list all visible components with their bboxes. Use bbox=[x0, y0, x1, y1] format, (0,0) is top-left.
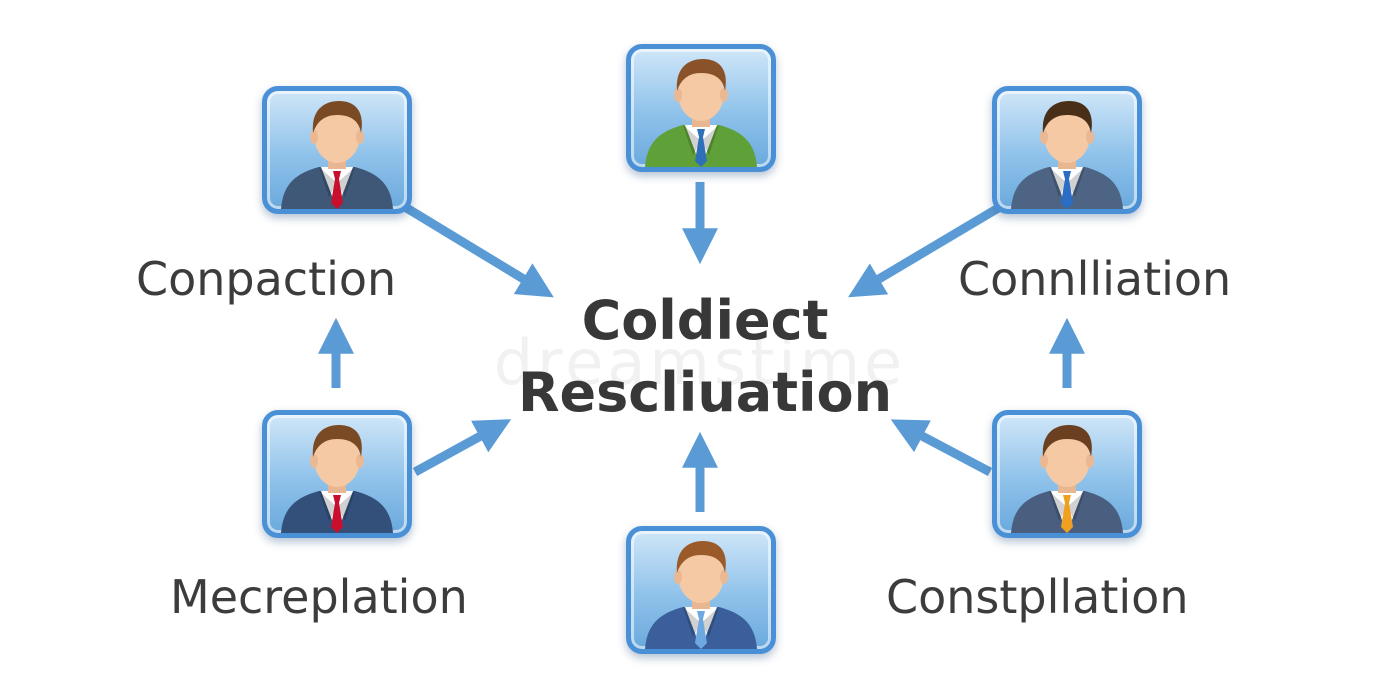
ear-right-shape bbox=[1086, 130, 1094, 144]
tie-shape bbox=[331, 171, 343, 209]
hair-shape bbox=[676, 541, 726, 573]
ear-right-shape bbox=[356, 454, 364, 468]
lapel-left-shape bbox=[683, 125, 701, 155]
ear-left-shape bbox=[310, 454, 318, 468]
lapel-left-shape bbox=[319, 167, 337, 197]
arrow-top-right bbox=[848, 203, 1003, 298]
center-title-line1: Coldiect bbox=[581, 289, 829, 352]
face-shape bbox=[1044, 107, 1090, 163]
arrow-bottom-left bbox=[412, 419, 512, 476]
hair-shape bbox=[1042, 425, 1092, 457]
ear-right-shape bbox=[720, 570, 728, 584]
person-avatar-top-left bbox=[262, 86, 412, 214]
hair-shape bbox=[312, 101, 362, 133]
label-top-right: Connlliation bbox=[958, 252, 1232, 306]
hair-shape bbox=[312, 425, 362, 457]
face-shape bbox=[314, 107, 360, 163]
face-shape bbox=[678, 547, 724, 603]
person-avatar-bottom-left bbox=[262, 410, 412, 538]
person-icon bbox=[1011, 101, 1123, 209]
lapel-left-shape bbox=[319, 491, 337, 521]
lapel-right-shape bbox=[337, 167, 355, 197]
center-title-line2: Rescliuation bbox=[517, 361, 893, 424]
lapel-right-shape bbox=[337, 491, 355, 521]
face-shape bbox=[678, 65, 724, 121]
face-shape bbox=[1044, 431, 1090, 487]
person-avatar-bottom-center bbox=[626, 526, 776, 654]
label-bottom-left: Mecreplation bbox=[170, 570, 468, 624]
lapel-right-shape bbox=[701, 607, 719, 637]
hair-shape bbox=[676, 59, 726, 91]
ear-left-shape bbox=[1040, 454, 1048, 468]
person-avatar-top-center bbox=[626, 44, 776, 172]
arrow-bottom-right bbox=[890, 419, 993, 476]
person-avatar-top-right bbox=[992, 86, 1142, 214]
person-avatar-bottom-right bbox=[992, 410, 1142, 538]
ear-right-shape bbox=[1086, 454, 1094, 468]
arrow-top-left bbox=[402, 203, 554, 298]
tie-shape bbox=[1061, 495, 1073, 533]
watermark-text: dreamstime bbox=[493, 326, 907, 399]
ear-left-shape bbox=[1040, 130, 1048, 144]
lapel-left-shape bbox=[1049, 491, 1067, 521]
lapel-right-shape bbox=[701, 125, 719, 155]
ear-left-shape bbox=[310, 130, 318, 144]
lapel-right-shape bbox=[1067, 167, 1085, 197]
tie-shape bbox=[695, 611, 707, 649]
face-shape bbox=[314, 431, 360, 487]
hair-shape bbox=[1042, 101, 1092, 133]
tie-shape bbox=[1061, 171, 1073, 209]
person-icon bbox=[1011, 425, 1123, 533]
ear-right-shape bbox=[356, 130, 364, 144]
ear-right-shape bbox=[720, 88, 728, 102]
label-top-left: Conpaction bbox=[136, 252, 397, 306]
person-icon bbox=[645, 59, 757, 167]
lapel-right-shape bbox=[1067, 491, 1085, 521]
lapel-left-shape bbox=[1049, 167, 1067, 197]
person-icon bbox=[645, 541, 757, 649]
ear-left-shape bbox=[674, 88, 682, 102]
person-icon bbox=[281, 425, 393, 533]
tie-shape bbox=[331, 495, 343, 533]
tie-shape bbox=[695, 129, 707, 167]
person-icon bbox=[281, 101, 393, 209]
lapel-left-shape bbox=[683, 607, 701, 637]
label-bottom-right: Constpllation bbox=[886, 570, 1189, 624]
ear-left-shape bbox=[674, 570, 682, 584]
